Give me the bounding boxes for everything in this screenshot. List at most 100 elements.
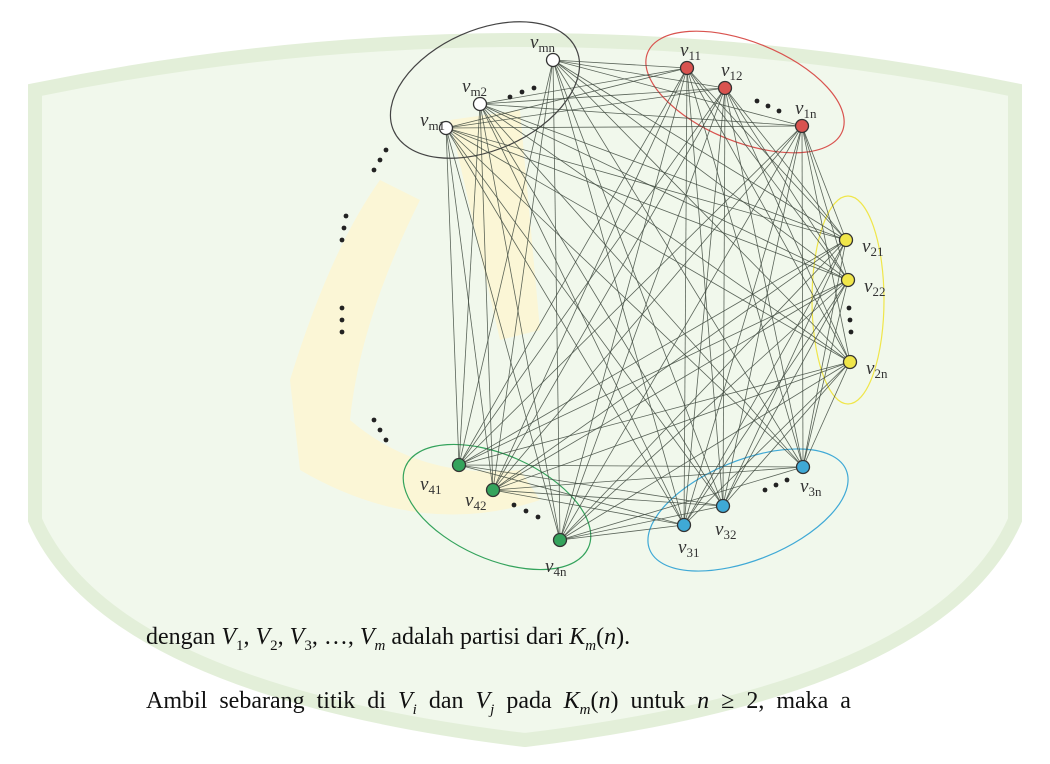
vertex-label-v1n: v1n — [795, 98, 817, 121]
edge-v11-v4n — [559, 67, 688, 541]
ellipsis-dot-4-1 — [523, 508, 529, 514]
edge-v1n-v4n — [559, 125, 803, 541]
edge-v1n-v31 — [683, 125, 803, 526]
edge-v22-v42 — [492, 279, 849, 491]
vertex-v3n — [795, 459, 811, 475]
edge-v2n-v31 — [683, 361, 851, 526]
line2-run-12: untuk — [618, 688, 698, 714]
edge-vmn-v21 — [552, 59, 847, 241]
vertex-label-v11: v11 — [680, 40, 701, 63]
line2-run-7: K — [563, 688, 580, 714]
edge-v11-v41 — [458, 67, 688, 466]
line1-run-1: V — [221, 624, 236, 650]
edge-vmn-v41 — [458, 59, 554, 466]
ellipsis-dot-0-0 — [507, 94, 513, 100]
vertex-label-vm2: vm2 — [462, 76, 487, 99]
edge-vm1-v41 — [445, 127, 460, 466]
edge-v12-v22 — [724, 87, 849, 281]
ellipsis-dot-0-2 — [531, 85, 537, 91]
vertex-v21 — [838, 232, 854, 248]
edge-vm1-v32 — [445, 127, 724, 507]
edge-v2n-v3n — [802, 361, 851, 468]
vertex-v32 — [715, 498, 731, 514]
edge-v21-v41 — [458, 239, 847, 466]
ring-3 — [647, 448, 849, 572]
edge-vmn-v32 — [552, 59, 724, 507]
edge-v22-v3n — [802, 279, 849, 468]
vertex-v22 — [840, 272, 856, 288]
line1-run-14: m — [585, 637, 597, 654]
line1-run-10: V — [359, 624, 375, 650]
edge-vm1-v4n — [445, 127, 561, 541]
edge-v22-v32 — [722, 279, 849, 507]
ellipsis-dot-7-1 — [339, 317, 345, 323]
edge-vm2-v2n — [479, 103, 851, 363]
edge-vmn-v11 — [552, 59, 688, 69]
line2-run-3: dan — [416, 688, 476, 714]
vertex-label-v4n: v4n — [545, 556, 567, 579]
vertex-label-v3n: v3n — [800, 476, 822, 499]
line1-run-17: ). — [616, 624, 631, 650]
vertex-label-v32: v32 — [715, 519, 736, 542]
partition-rings — [389, 21, 885, 572]
edge-vm1-v21 — [445, 127, 847, 241]
edge-v1n-v42 — [492, 125, 803, 491]
vertex-v42 — [485, 482, 501, 498]
ellipsis-dot-1-0 — [754, 98, 760, 104]
edge-vm1-v3n — [445, 127, 804, 468]
edge-v1n-v2n — [801, 125, 851, 363]
ellipsis-dot-6-2 — [343, 213, 349, 219]
edge-v31-v41 — [458, 464, 685, 526]
edge-vmn-v4n — [552, 59, 561, 541]
edge-v1n-v22 — [801, 125, 849, 281]
edge-v1n-v41 — [458, 125, 803, 466]
ellipsis-dot-2-2 — [848, 329, 854, 335]
vertex-v12 — [717, 80, 733, 96]
edge-vm2-v11 — [479, 67, 688, 105]
edge-vmn-v42 — [492, 59, 554, 491]
edge-v22-v31 — [683, 279, 849, 526]
vertex-label-v21: v21 — [862, 236, 883, 259]
edge-vmn-v22 — [552, 59, 849, 281]
line2-run-10: n — [598, 688, 611, 714]
line2-run-1: V — [397, 688, 413, 714]
edge-v2n-v32 — [722, 361, 851, 507]
edge-v2n-v41 — [458, 361, 851, 466]
line1-run-15: ( — [596, 624, 605, 650]
edge-v1n-v32 — [722, 125, 803, 507]
vertex-label-v42: v42 — [465, 490, 486, 513]
vertex-vmn — [545, 52, 561, 68]
ellipsis-dot-4-2 — [535, 514, 541, 520]
edge-v32-v4n — [559, 505, 724, 541]
line1-run-3: , — [243, 624, 256, 650]
body-text-line-2: Ambil sebarang titik di Vi dan Vj pada K… — [146, 688, 851, 719]
edge-v12-v41 — [458, 87, 726, 466]
edge-v12-v32 — [722, 87, 726, 507]
ellipsis-dot-8-2 — [383, 437, 389, 443]
vertex-v2n — [842, 354, 858, 370]
graph-edges — [445, 59, 851, 541]
edge-v22-v4n — [559, 279, 849, 541]
ellipsis-dot-1-2 — [776, 108, 782, 114]
edge-vm2-v41 — [458, 103, 481, 466]
edge-vm1-v42 — [445, 127, 494, 491]
edge-v11-v32 — [686, 67, 724, 507]
ellipsis-dot-8-1 — [377, 427, 383, 433]
edge-v32-v41 — [458, 464, 724, 507]
edge-v12-v31 — [683, 87, 726, 526]
line2-run-5: j — [490, 701, 495, 718]
edge-v21-v4n — [559, 239, 847, 541]
line2-run-11: ) — [610, 688, 619, 714]
line1-run-2: 1 — [235, 637, 244, 654]
ellipsis-dot-2-0 — [846, 305, 852, 311]
line1-run-0: dengan — [146, 624, 222, 650]
vertex-label-v22: v22 — [864, 276, 885, 299]
edge-vm2-v31 — [479, 103, 685, 526]
edge-v12-v3n — [724, 87, 804, 468]
vertex-label-v12: v12 — [721, 60, 742, 83]
edge-vm1-v22 — [445, 127, 849, 281]
edge-vmn-v2n — [552, 59, 851, 363]
vertex-label-vmn: vmn — [530, 32, 556, 55]
